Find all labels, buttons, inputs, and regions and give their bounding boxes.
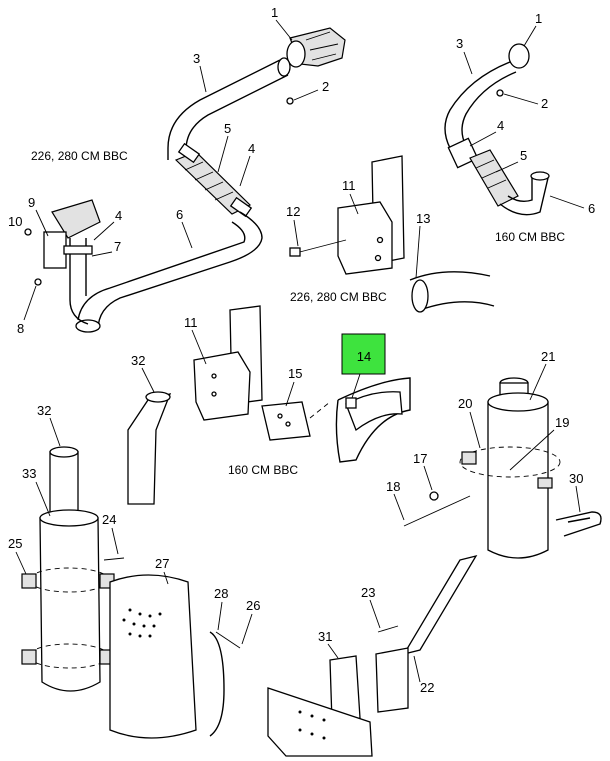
callouts: 1 2 3 5 4 6 4 7 9 10 8 1 2 3 4 5 6 — [8, 5, 595, 695]
callout-28: 28 — [214, 586, 228, 601]
plate-15 — [261, 401, 311, 441]
highlighted-part-14[interactable]: 14 — [341, 333, 386, 399]
callout-2: 2 — [322, 79, 329, 94]
heat-shield-27 — [109, 574, 197, 739]
support-22 — [402, 554, 478, 656]
callout-17: 17 — [413, 451, 427, 466]
callout-30: 30 — [569, 471, 583, 486]
callout-7: 7 — [114, 239, 121, 254]
callout-15: 15 — [288, 366, 302, 381]
callout-1: 1 — [271, 5, 278, 20]
callout-11b: 11 — [184, 315, 198, 330]
bracket-19 — [461, 451, 477, 465]
assembly-mid-left — [193, 305, 331, 441]
clamp-7 — [63, 245, 93, 255]
callout-32b: 32 — [37, 403, 51, 418]
callout-22: 22 — [420, 680, 434, 695]
gasket-1 — [508, 43, 530, 69]
callout-11: 11 — [342, 178, 356, 193]
flange-9 — [51, 199, 101, 239]
clamp-14 — [345, 397, 357, 409]
caption-top-left: 226, 280 CM BBC — [31, 149, 128, 163]
caption-middle-right: 226, 280 CM BBC — [290, 290, 387, 304]
flex-bellows-5b — [469, 149, 519, 207]
assembly-bottom-left — [21, 391, 241, 739]
plug-2 — [496, 89, 504, 97]
callout-5: 5 — [224, 121, 231, 136]
frame-rail — [267, 687, 373, 757]
callout-31: 31 — [318, 629, 332, 644]
stack-32 — [127, 393, 172, 505]
callout-6: 6 — [176, 207, 183, 222]
callout-3b: 3 — [456, 36, 463, 51]
callout-4b: 4 — [115, 208, 122, 223]
callout-27: 27 — [155, 556, 169, 571]
bolt-8 — [34, 278, 42, 286]
bolt-24 — [103, 557, 125, 561]
muffler-21 — [487, 401, 549, 559]
bolt-23 — [377, 625, 399, 633]
pipe-6 — [77, 211, 263, 331]
callout-32: 32 — [131, 353, 145, 368]
bolt-12 — [291, 239, 347, 255]
callout-20: 20 — [458, 396, 472, 411]
callout-4c: 4 — [497, 118, 504, 133]
callout-2b: 2 — [541, 96, 548, 111]
callout-26: 26 — [246, 598, 260, 613]
bolt-18 — [403, 495, 471, 527]
callout-10: 10 — [8, 214, 22, 229]
callout-21: 21 — [541, 349, 555, 364]
callout-33: 33 — [22, 466, 36, 481]
muffler-33 — [39, 517, 101, 692]
highlight-box — [341, 333, 386, 375]
bolt-10 — [24, 228, 32, 236]
callout-8: 8 — [17, 321, 24, 336]
callout-9: 9 — [28, 195, 35, 210]
bracket-11b — [193, 351, 251, 421]
captions: 226, 280 CM BBC 160 CM BBC 226, 280 CM B… — [31, 149, 565, 477]
callout-5c: 5 — [520, 148, 527, 163]
bracket-plate — [43, 231, 67, 269]
callout-4: 4 — [248, 141, 255, 156]
bracket-11 — [337, 201, 393, 275]
callout-25: 25 — [8, 536, 22, 551]
assembly-bottom-right — [267, 377, 602, 757]
callout-1b: 1 — [535, 11, 542, 26]
clamp-14-assembly — [335, 377, 411, 463]
clamp-20 — [459, 446, 561, 478]
clamp-13 — [411, 279, 429, 313]
assembly-mid-right — [289, 155, 495, 313]
callout-13: 13 — [416, 211, 430, 226]
bolt-26 — [215, 631, 241, 649]
u-bolt-30 — [555, 511, 602, 537]
callout-18: 18 — [386, 479, 400, 494]
assembly-top-left — [24, 27, 346, 333]
callout-14: 14 — [357, 349, 371, 364]
callout-24: 24 — [102, 512, 116, 527]
callout-6b: 6 — [588, 201, 595, 216]
strap-28 — [209, 631, 225, 737]
turbo-elbow — [286, 27, 346, 68]
nut-17 — [429, 491, 439, 501]
caption-middle-left: 160 CM BBC — [228, 463, 298, 477]
callout-12: 12 — [286, 204, 300, 219]
callout-23: 23 — [361, 585, 375, 600]
callout-3: 3 — [193, 51, 200, 66]
callout-19: 19 — [555, 415, 569, 430]
stack-32b — [49, 451, 79, 519]
caption-top-right: 160 CM BBC — [495, 230, 565, 244]
